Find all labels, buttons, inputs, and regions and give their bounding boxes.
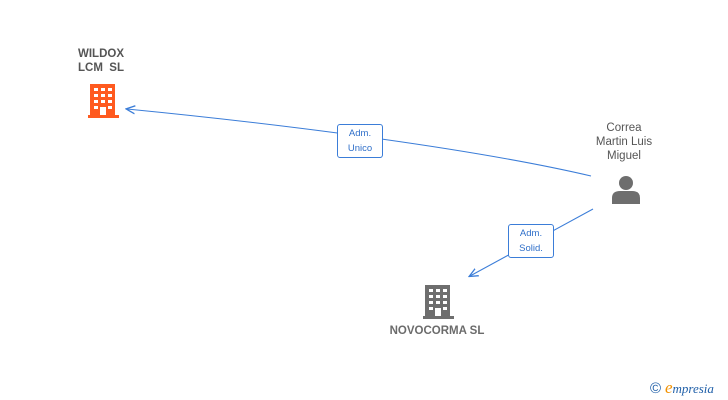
- building-icon[interactable]: [88, 84, 119, 118]
- brand-rest: mpresia: [672, 381, 714, 396]
- edge-label-line2: Solid.: [519, 243, 543, 254]
- person-name-line2: Martin Luis: [595, 136, 653, 148]
- empresia-watermark: © empresia: [650, 378, 714, 398]
- edge-label-line1: Adm.: [519, 228, 543, 239]
- edge-label-adm-solid: Adm. Solid.: [508, 224, 554, 258]
- edge-label-line1: Adm.: [348, 128, 372, 139]
- brand-first-letter: e: [664, 378, 673, 397]
- person-name-line3: Miguel: [607, 150, 641, 162]
- company-name-line1: WILDOX: [78, 48, 124, 60]
- edge-label-line2: Unico: [347, 143, 373, 154]
- copyright-symbol: ©: [650, 380, 662, 397]
- person-icon[interactable]: [612, 176, 640, 204]
- person-label[interactable]: Correa Martin Luis Miguel: [576, 121, 672, 163]
- person-name-line1: Correa: [606, 122, 642, 134]
- company-label-wildox[interactable]: WILDOX LCM SL: [56, 47, 146, 75]
- company-name: NOVOCORMA SL: [389, 325, 485, 337]
- edge-label-adm-unico: Adm. Unico: [337, 124, 383, 158]
- company-name-line2: LCM SL: [78, 62, 124, 74]
- building-icon[interactable]: [423, 285, 454, 319]
- company-label-novocorma[interactable]: NOVOCORMA SL: [372, 324, 502, 338]
